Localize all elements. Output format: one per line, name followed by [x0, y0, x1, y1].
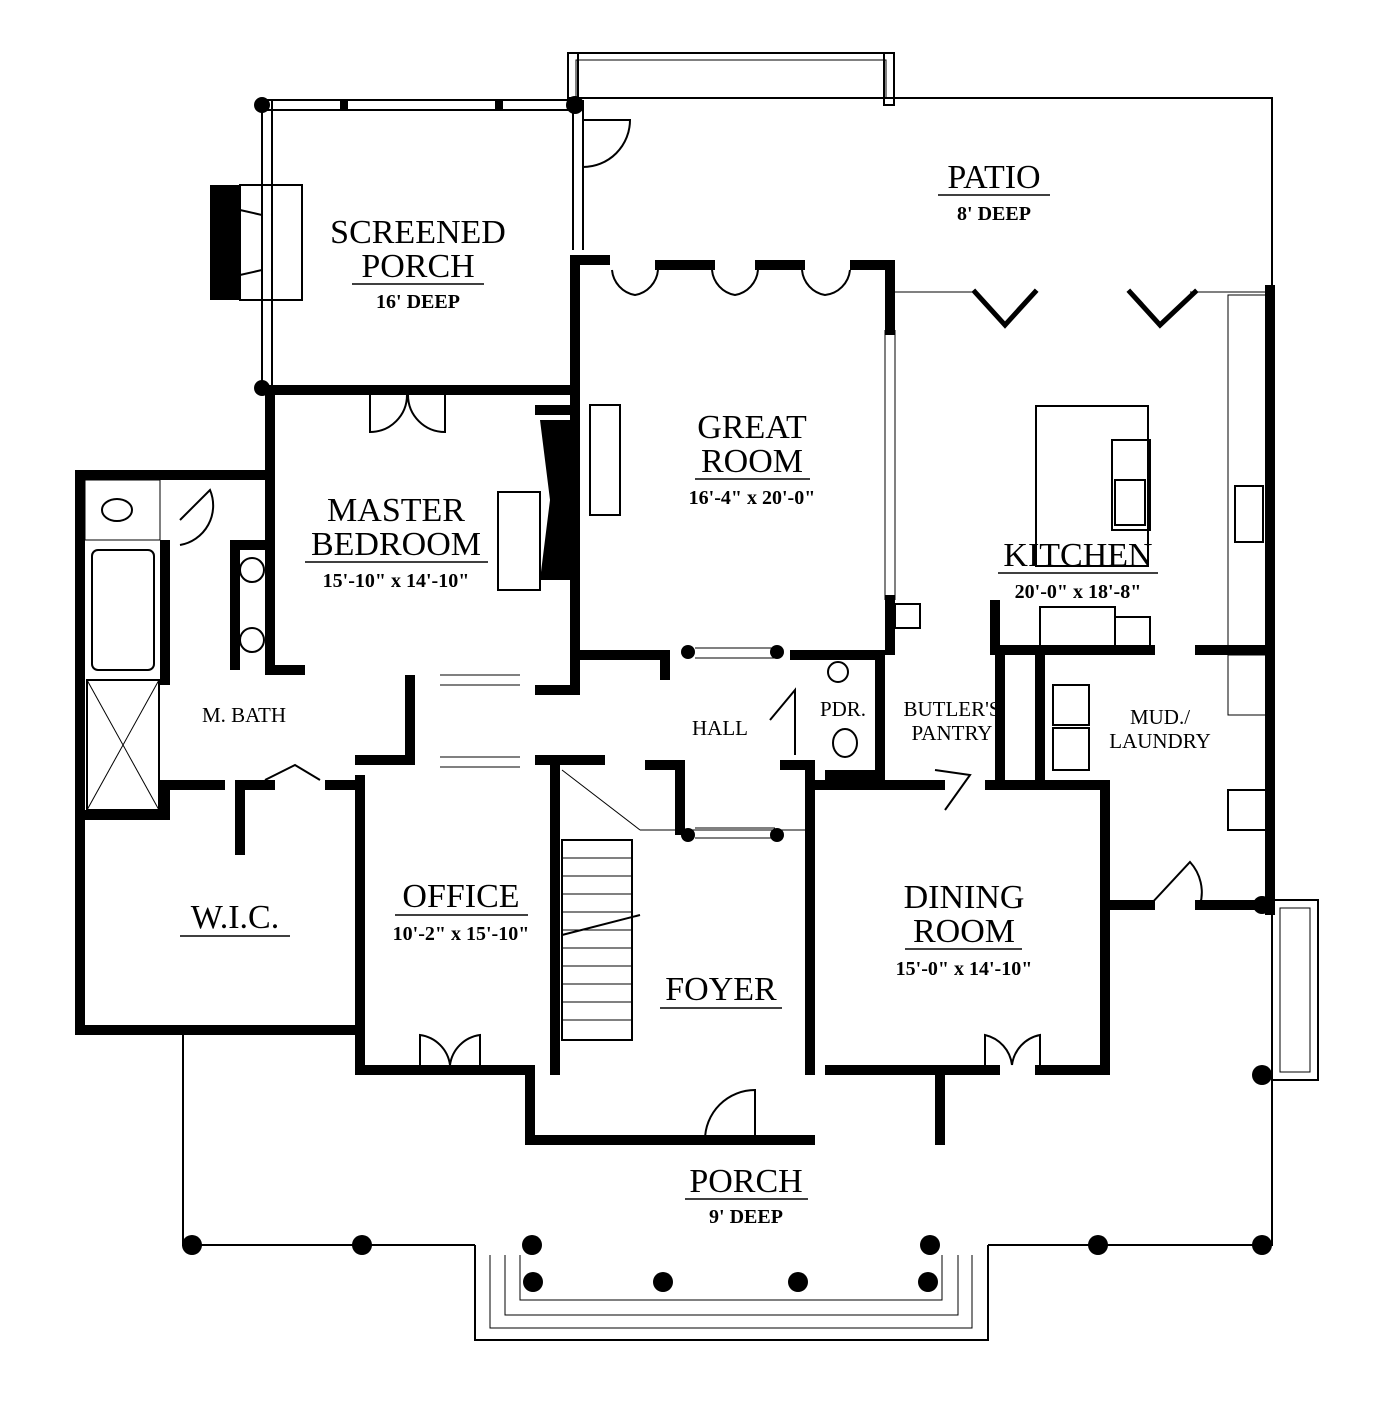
laundry-fixtures	[1052, 654, 1269, 831]
kitchen-label: KITCHEN	[1003, 537, 1152, 574]
foyer-label: FOYER	[665, 971, 777, 1008]
stairs	[561, 769, 641, 1041]
front-porch	[182, 896, 1319, 1341]
office-label: OFFICE	[402, 878, 519, 915]
master-bedroom-label-2: BEDROOM	[311, 526, 481, 563]
toilet	[101, 498, 133, 522]
screened-porch-walls	[210, 96, 632, 396]
kitchen-size: 20'-0" x 18'-8"	[1015, 581, 1142, 603]
screened-porch-size: 16' DEEP	[376, 291, 460, 313]
screened-porch-label-2: PORCH	[361, 248, 474, 285]
doors[interactable]	[179, 269, 1203, 1141]
patio-outline	[575, 97, 1273, 290]
patio-door[interactable]	[582, 119, 632, 168]
kitchen-fixtures	[894, 294, 1269, 651]
mud-laundry-label-2: LAUNDRY	[1109, 729, 1211, 753]
butlers-pantry-label: BUTLER'S	[903, 697, 1000, 721]
cooktop	[1234, 485, 1264, 543]
powder-label: PDR.	[820, 697, 866, 721]
master-bedroom-label: MASTER	[327, 492, 465, 529]
great-room-size: 16'-4" x 20'-0"	[689, 487, 816, 509]
wic-label: W.I.C.	[191, 899, 279, 936]
master-bath-label: M. BATH	[202, 703, 286, 727]
dining-room-label: DINING	[904, 879, 1025, 916]
fireplace	[210, 185, 240, 300]
room-labels: SCREENED PORCH 16' DEEP PATIO 8' DEEP GR…	[180, 159, 1211, 1228]
office-size: 10'-2" x 15'-10"	[393, 923, 530, 945]
hall-label: HALL	[692, 716, 748, 740]
dining-room-size: 15'-0" x 14'-10"	[896, 958, 1033, 980]
mud-laundry-label: MUD./	[1130, 705, 1190, 729]
dining-room-label-2: ROOM	[913, 913, 1015, 950]
great-room-label-2: ROOM	[701, 443, 803, 480]
porch-label: PORCH	[689, 1163, 802, 1200]
great-room-label: GREAT	[697, 409, 807, 446]
bathtub	[91, 549, 155, 671]
butlers-pantry-label-2: PANTRY	[912, 721, 993, 745]
porch-size: 9' DEEP	[709, 1206, 783, 1228]
patio-size: 8' DEEP	[957, 203, 1031, 225]
master-bedroom-size: 15'-10" x 14'-10"	[323, 570, 470, 592]
bath-fixtures	[84, 479, 858, 811]
screened-porch-label: SCREENED	[330, 214, 506, 251]
patio-label: PATIO	[947, 159, 1040, 196]
shower	[86, 679, 160, 811]
great-room-fireplace	[497, 404, 621, 591]
